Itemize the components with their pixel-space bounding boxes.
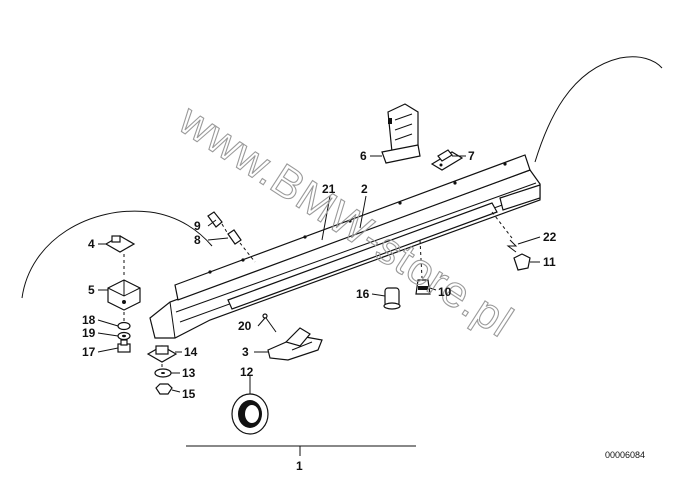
callout-6: 6 <box>360 149 367 163</box>
nut-15 <box>155 383 173 395</box>
leader-lines <box>97 155 541 456</box>
clip-nut-14 <box>146 345 178 363</box>
diagram-code: 00006084 <box>605 450 645 460</box>
clips-part-8-9 <box>207 211 256 263</box>
spring-22 <box>506 239 518 253</box>
grommet-12 <box>231 393 269 435</box>
bracket-part-6 <box>381 103 421 164</box>
callout-21: 21 <box>322 182 336 196</box>
callout-5: 5 <box>88 283 95 297</box>
callout-9: 9 <box>194 219 201 233</box>
callout-20: 20 <box>238 319 252 333</box>
clip-part-4 <box>104 235 136 253</box>
callout-7: 7 <box>468 149 475 163</box>
callout-15: 15 <box>182 387 196 401</box>
callout-2: 2 <box>361 182 368 196</box>
bolt-17 <box>117 339 131 353</box>
callout-13: 13 <box>182 366 196 380</box>
plug-10 <box>415 279 431 295</box>
callout-16: 16 <box>356 287 370 301</box>
bracket-part-3 <box>267 327 323 361</box>
callout-17: 17 <box>82 345 96 359</box>
callout-10: 10 <box>438 285 452 299</box>
washer-13 <box>154 368 172 378</box>
callout-3: 3 <box>242 345 249 359</box>
sill-trim <box>149 154 541 339</box>
plug-16 <box>383 287 401 310</box>
callout-18: 18 <box>82 313 96 327</box>
callout-22: 22 <box>543 230 557 244</box>
bracket-part-5 <box>107 279 141 311</box>
rear-wheel-arch <box>534 56 663 163</box>
callout-4: 4 <box>88 237 95 251</box>
callout-14: 14 <box>184 345 198 359</box>
clip-part-7 <box>430 149 464 171</box>
callout-11: 11 <box>543 255 556 269</box>
callout-1: 1 <box>296 459 303 473</box>
screw-20 <box>262 313 277 333</box>
callout-19: 19 <box>82 326 96 340</box>
washer-18 <box>117 321 131 331</box>
clip-11 <box>513 253 531 271</box>
front-wheel-arch <box>21 210 213 299</box>
callout-8: 8 <box>194 233 201 247</box>
callout-12: 12 <box>240 365 254 379</box>
